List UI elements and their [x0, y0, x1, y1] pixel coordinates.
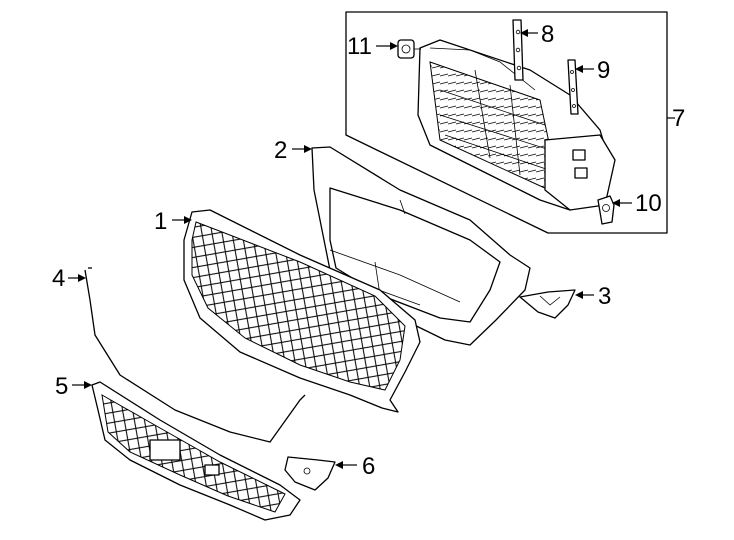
callout-5: 5 [55, 373, 92, 400]
callout-3: 3 [575, 283, 611, 310]
callout-label-3: 3 [598, 283, 611, 310]
callout-7: 7 [672, 105, 685, 132]
callout-label-6: 6 [362, 453, 375, 480]
callout-11: 11 [347, 33, 398, 60]
callout-6: 6 [335, 453, 375, 480]
shutter-actuator-11 [397, 39, 421, 59]
lower-grille-5 [91, 381, 301, 521]
clip-10 [597, 195, 615, 225]
mounting-bracket-3 [519, 289, 576, 319]
callout-8: 8 [520, 21, 554, 48]
active-grille-shutter-assembly [417, 39, 616, 211]
callout-10: 10 [612, 190, 662, 217]
shutter-bracket-9 [567, 59, 579, 115]
callout-label-9: 9 [597, 57, 610, 84]
shutter-bracket-8 [512, 19, 524, 81]
lower-bracket-6 [284, 456, 336, 491]
trim-molding-4 [84, 267, 306, 443]
assembly-7-inset-frame [345, 11, 668, 234]
callout-4: 4 [52, 265, 86, 292]
callout-label-10: 10 [635, 190, 662, 217]
callout-label-2: 2 [274, 137, 287, 164]
callout-1: 1 [154, 208, 192, 235]
callout-2: 2 [274, 137, 312, 164]
callout-label-1: 1 [154, 208, 167, 235]
main-grille-1 [183, 209, 421, 413]
callout-9: 9 [575, 57, 610, 84]
callout-label-7: 7 [672, 105, 685, 132]
callout-label-5: 5 [55, 373, 68, 400]
callout-label-11: 11 [347, 33, 372, 60]
callout-label-4: 4 [52, 265, 65, 292]
callout-label-8: 8 [541, 21, 554, 48]
